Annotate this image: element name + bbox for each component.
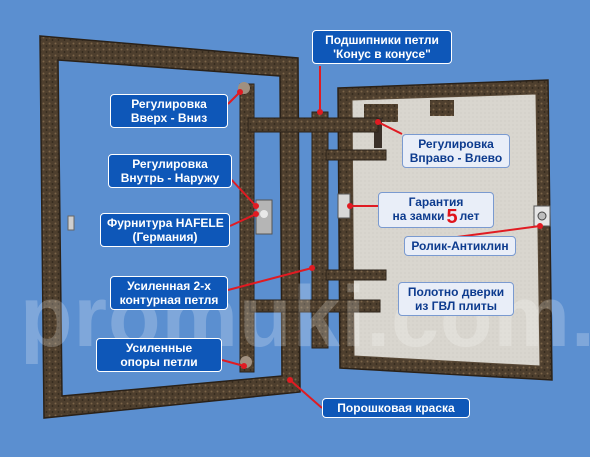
warranty-pre: на замки [392,209,445,223]
label-line: Подшипники петли [325,33,439,47]
warranty-number: 5 [446,206,458,228]
label-depth-adjust: Регулировка Внутрь - Наружу [108,154,232,188]
label-height-adjust: Регулировка Вверх - Вниз [110,94,228,128]
label-line: Полотно дверки [407,285,505,299]
label-hinge-supports: Усиленные опоры петли [96,338,222,372]
label-hardware: Фурнитура HAFELE (Германия) [100,213,230,247]
label-hinge: Усиленная 2-х контурная петля [110,276,228,310]
label-line: Регулировка [131,97,207,111]
door-frame [39,35,301,419]
label-powder-paint: Порошковая краска [322,398,470,418]
label-bearings: Подшипники петли 'Конус в конусе" [312,30,452,64]
label-side-adjust: Регулировка Вправо - Влево [402,134,510,168]
label-line: Порошковая краска [337,401,455,415]
label-line: Вправо - Влево [409,151,503,165]
leader-dots [237,89,543,383]
label-line: Ролик-Антиклин [411,239,509,253]
label-line: 'Конус в конусе" [333,47,431,61]
label-line: контурная петля [119,293,219,307]
label-line: Усиленная 2-х [127,279,211,293]
label-roller: Ролик-Антиклин [404,236,516,256]
label-line: опоры петли [120,355,198,369]
label-line: Регулировка [132,157,208,171]
warranty-post: лет [459,209,480,223]
label-panel: Полотно дверки из ГВЛ плиты [398,282,514,316]
label-line: (Германия) [132,230,198,244]
label-line: Гарантия [408,195,464,209]
label-line: Вверх - Вниз [130,111,208,125]
label-line: из ГВЛ плиты [415,299,497,313]
label-line: Регулировка [418,137,494,151]
label-line: Фурнитура HAFELE [107,216,224,230]
label-line: Усиленные [125,341,193,355]
label-line: Внутрь - Наружу [120,171,220,185]
